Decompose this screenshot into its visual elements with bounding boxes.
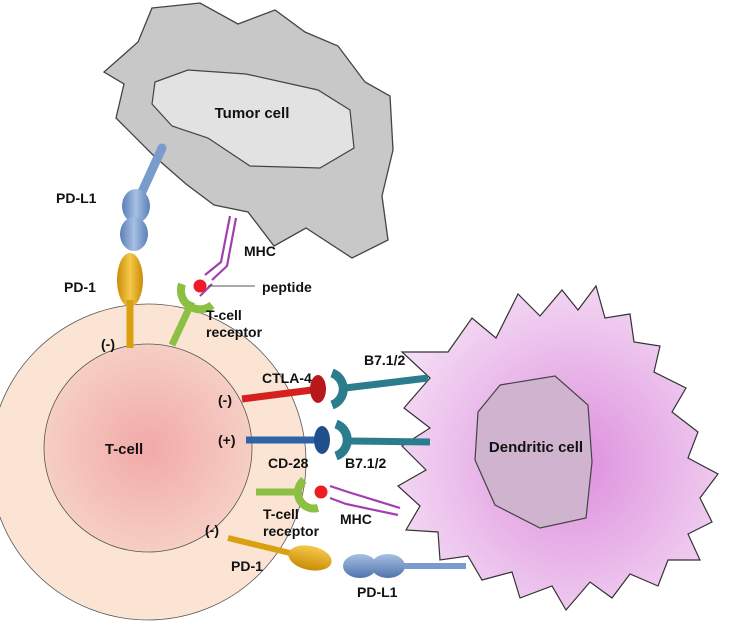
tumor-cell-label: Tumor cell <box>215 105 290 122</box>
tumor-cell-nucleus <box>151 69 355 169</box>
label-tcr-bottom-line1: T-cell <box>263 506 299 522</box>
dendritic-cell-label: Dendritic cell <box>489 439 583 456</box>
label-mhc-top: MHC <box>244 243 276 259</box>
label-b71-top: B7.1/2 <box>364 352 405 368</box>
dendritic-cell-nucleus <box>474 375 593 529</box>
label-minus-pd1-bottom: (-) <box>205 522 219 538</box>
label-tcr-bottom-line2: receptor <box>263 523 320 539</box>
label-minus-ctla4: (-) <box>218 392 232 408</box>
t-cell-nucleus <box>43 343 253 553</box>
cd28-receptor <box>246 426 330 454</box>
ctla4-receptor <box>241 375 326 403</box>
pd1-bottom <box>227 535 332 571</box>
label-pdl1-bottom: PD-L1 <box>357 584 398 600</box>
b71-top <box>330 368 429 410</box>
label-b71-bottom: B7.1/2 <box>345 455 386 471</box>
label-minus-pd1-top: (-) <box>101 336 115 352</box>
pd1-top <box>117 253 143 348</box>
label-pdl1-top: PD-L1 <box>56 190 97 206</box>
peptide-top <box>193 279 207 293</box>
label-pd1-bottom: PD-1 <box>231 558 263 574</box>
label-peptide: peptide <box>262 279 312 295</box>
label-ctla4: CTLA-4 <box>262 370 312 386</box>
label-pd1-top: PD-1 <box>64 279 96 295</box>
label-tcr-top-line2: receptor <box>206 324 263 340</box>
tcr-top <box>168 282 215 347</box>
label-mhc-bottom: MHC <box>340 511 372 527</box>
t-cell-label: T-cell <box>105 441 143 458</box>
tumor-cell: Tumor cell <box>102 2 394 259</box>
pdl1-top <box>120 143 167 251</box>
label-tcr-top-line1: T-cell <box>206 307 242 323</box>
tcr-bottom <box>256 476 320 513</box>
mhc-bottom <box>329 484 401 517</box>
label-plus-cd28: (+) <box>218 432 236 448</box>
dendritic-cell: Dendritic cell <box>396 284 719 612</box>
b71-bottom <box>334 419 431 461</box>
label-cd28: CD-28 <box>268 455 309 471</box>
peptide-bottom <box>314 485 328 499</box>
pdl1-bottom <box>343 554 466 578</box>
